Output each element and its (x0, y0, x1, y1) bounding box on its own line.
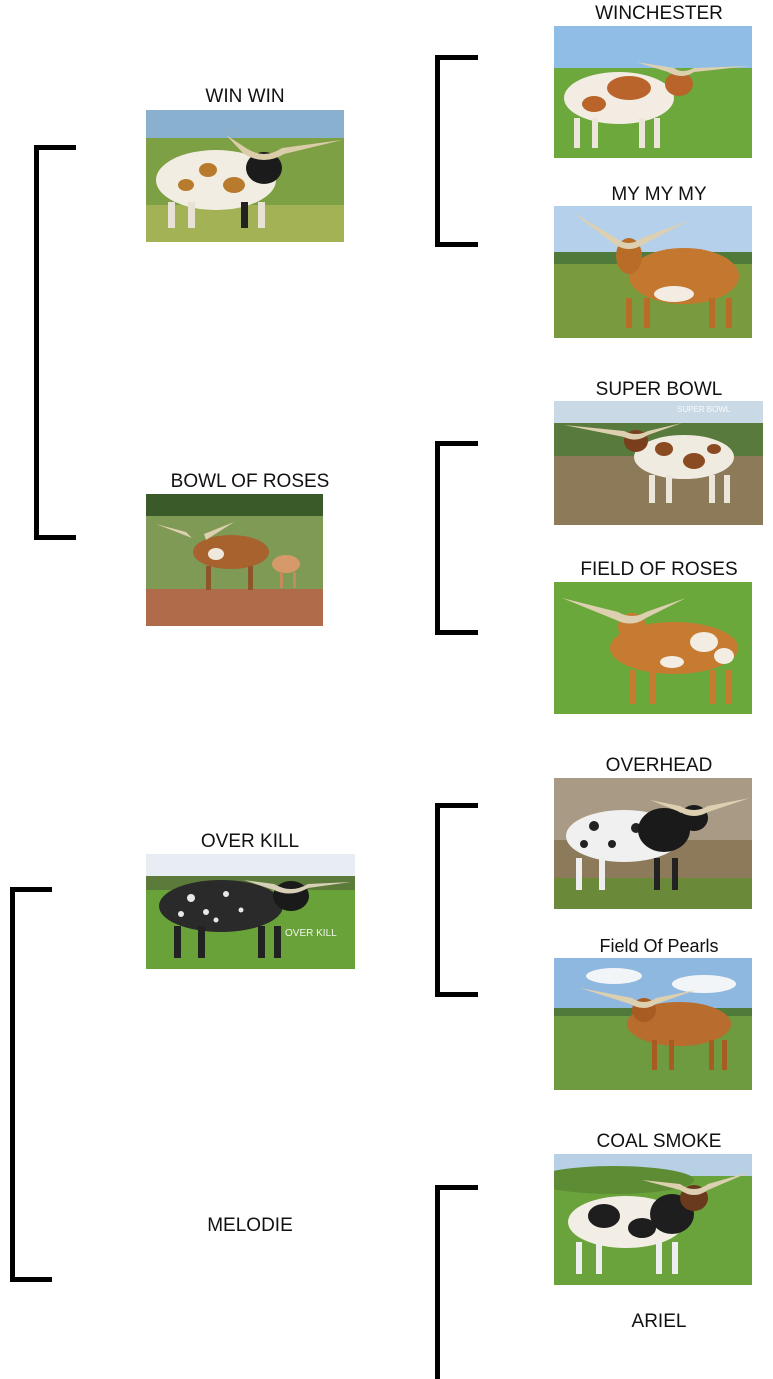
label-field-of-pearls: Field Of Pearls (599, 936, 719, 956)
super-bowl-photo: SUPER BOWL (554, 401, 763, 525)
super-bowl-watermark: SUPER BOWL (677, 405, 731, 414)
bracket-overkill-melodie (10, 887, 52, 1282)
over-kill-watermark: OVER KILL (285, 928, 337, 939)
bracket-coalsmoke-ariel (435, 1185, 478, 1379)
label-melodie: MELODIE (207, 1215, 293, 1236)
winchester-photo (554, 26, 752, 158)
label-win-win: WIN WIN (205, 86, 285, 107)
label-winchester: WINCHESTER (595, 3, 723, 24)
label-bowl-of-roses: BOWL OF ROSES (170, 471, 330, 492)
label-field-of-roses: FIELD OF ROSES (580, 559, 738, 580)
my-my-my-photo (554, 206, 752, 338)
bracket-winchester-mymymy (435, 55, 478, 247)
label-coal-smoke: COAL SMOKE (596, 1131, 722, 1152)
label-over-kill: OVER KILL (200, 831, 300, 852)
overhead-photo (554, 778, 752, 909)
label-my-my-my: MY MY MY (611, 184, 707, 205)
coal-smoke-photo (554, 1154, 752, 1285)
over-kill-photo: OVER KILL (146, 854, 355, 969)
label-super-bowl: SUPER BOWL (595, 379, 723, 400)
bracket-sire-dam (34, 145, 76, 540)
label-overhead: OVERHEAD (605, 755, 713, 776)
win-win-photo (146, 110, 344, 242)
bracket-overhead-fieldofpearls (435, 803, 478, 997)
field-of-roses-photo (554, 582, 752, 714)
bowl-of-roses-photo (146, 494, 323, 626)
bracket-superbowl-fieldofroses (435, 441, 478, 635)
label-ariel: ARIEL (631, 1311, 687, 1332)
field-of-pearls-photo (554, 958, 752, 1090)
